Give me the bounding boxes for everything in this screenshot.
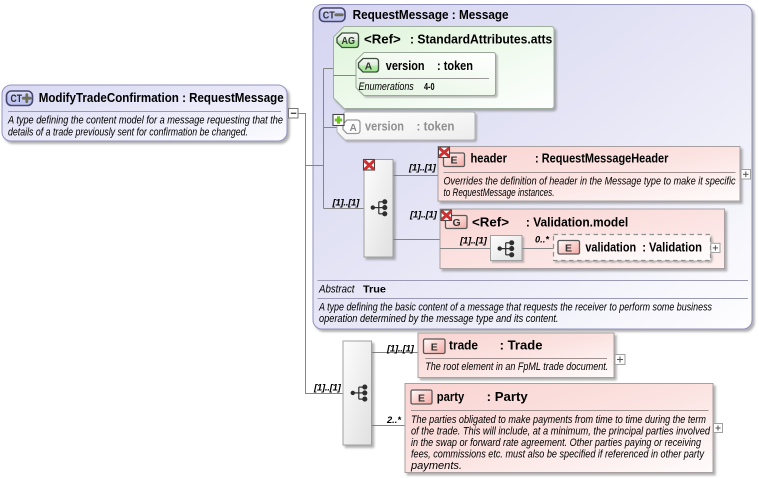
svg-text:E: E — [431, 341, 438, 353]
svg-text:: Validation.model: : Validation.model — [526, 216, 628, 230]
svg-text:E: E — [418, 392, 425, 404]
svg-text:0..*: 0..* — [535, 235, 549, 245]
svg-text:True: True — [363, 285, 386, 296]
svg-text:details of a trade previously: details of a trade previously sent for c… — [8, 127, 248, 139]
svg-text:The root element in an FpML tr: The root element in an FpML trade docume… — [425, 361, 608, 373]
svg-text:: Party: : Party — [487, 390, 528, 404]
svg-text:A type defining the content mo: A type defining the content model for a … — [7, 114, 283, 126]
svg-text:CT: CT — [323, 9, 335, 21]
svg-text:of the trade. This will includ: of the trade. This will include, at a mi… — [411, 426, 711, 438]
svg-text:AG: AG — [342, 36, 356, 47]
svg-text:G: G — [453, 217, 461, 229]
svg-text:: StandardAttributes.atts: : StandardAttributes.atts — [410, 33, 552, 47]
svg-text:<Ref>: <Ref> — [472, 216, 509, 230]
svg-text:4-0: 4-0 — [424, 82, 435, 93]
svg-text:<Ref>: <Ref> — [364, 33, 401, 47]
svg-text:version: version — [365, 120, 404, 134]
svg-text:A: A — [350, 123, 358, 134]
svg-text:fees, commissions etc. must al: fees, commissions etc. must also be spec… — [411, 449, 705, 461]
svg-text:validation: validation — [585, 240, 636, 254]
svg-text:[1]..[1]: [1]..[1] — [386, 344, 415, 354]
svg-text:A: A — [365, 61, 373, 72]
svg-text:E: E — [565, 242, 572, 254]
svg-text:[1]..[1]: [1]..[1] — [331, 198, 360, 208]
svg-text:CT: CT — [11, 93, 23, 105]
svg-text:: token: : token — [417, 120, 455, 134]
svg-text:2..*: 2..* — [386, 415, 401, 425]
svg-text:RequestMessage : Message: RequestMessage : Message — [353, 8, 509, 22]
svg-text:in the swap or forward rate ag: in the swap or forward rate agreement. O… — [411, 437, 702, 449]
svg-text:ModifyTradeConfirmation : Requ: ModifyTradeConfirmation : RequestMessage — [39, 91, 284, 105]
svg-text:: Validation: : Validation — [642, 240, 702, 254]
svg-text:: RequestMessageHeader: : RequestMessageHeader — [535, 152, 668, 166]
svg-text:operation determined by the me: operation determined by the message type… — [319, 313, 559, 325]
svg-text:: Trade: : Trade — [500, 339, 543, 353]
svg-text:Overrides the definition of he: Overrides the definition of header in th… — [444, 175, 736, 187]
svg-text:party: party — [437, 390, 465, 404]
svg-text:Abstract: Abstract — [318, 284, 355, 296]
svg-text:[1]..[1]: [1]..[1] — [409, 210, 438, 220]
svg-text:trade: trade — [449, 339, 478, 353]
svg-text:: token: : token — [437, 59, 473, 73]
svg-text:E: E — [451, 155, 458, 167]
svg-text:[1]..[1]: [1]..[1] — [408, 163, 437, 173]
svg-text:payments.: payments. — [410, 460, 462, 472]
svg-text:header: header — [471, 152, 507, 166]
svg-text:version: version — [386, 59, 425, 73]
svg-text:Enumerations: Enumerations — [359, 81, 415, 93]
svg-text:[1]..[1]: [1]..[1] — [313, 383, 342, 393]
svg-text:[1]..[1]: [1]..[1] — [459, 236, 488, 246]
svg-text:A type defining the basic cont: A type defining the basic content of a m… — [318, 301, 712, 313]
svg-text:to RequestMessage instances.: to RequestMessage instances. — [444, 187, 555, 199]
svg-text:The parties obligated to make: The parties obligated to make payments f… — [411, 414, 706, 426]
